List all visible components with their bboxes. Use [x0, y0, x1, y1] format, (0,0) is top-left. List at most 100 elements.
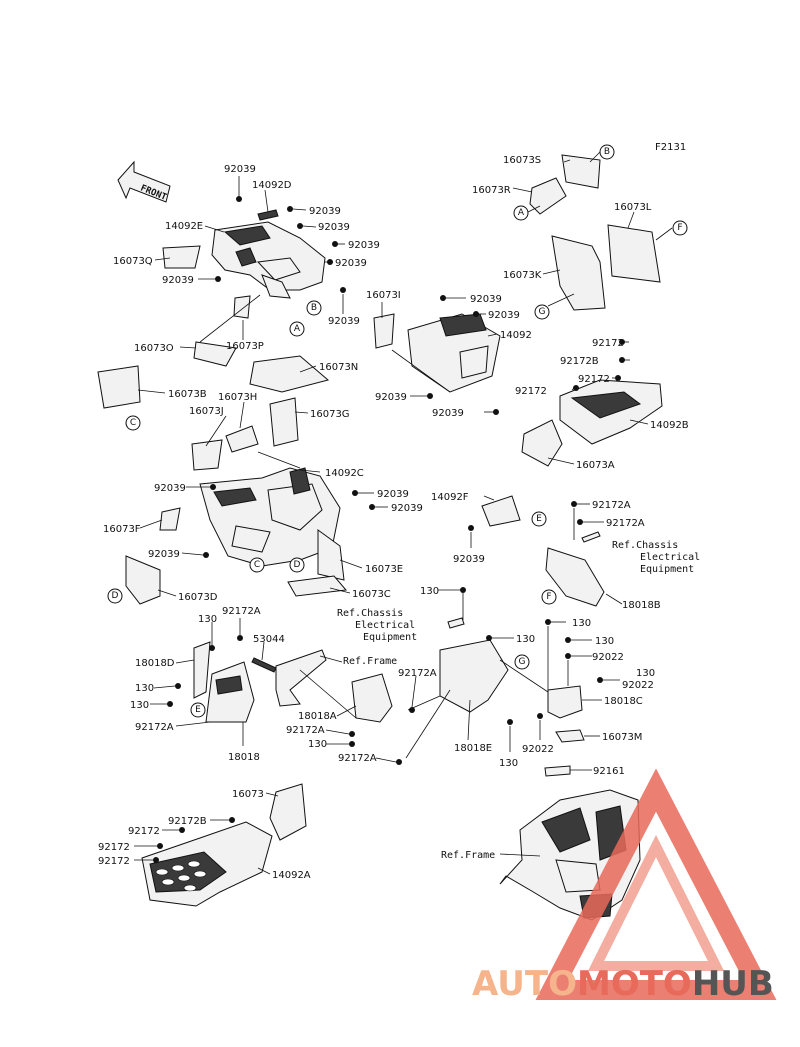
label-92039-a: 92039: [224, 164, 256, 175]
label-92172A-b: 92172A: [606, 518, 645, 529]
label-16073Q: 16073Q: [113, 256, 153, 267]
bolt-group-d: [460, 501, 603, 725]
label-16073L: 16073L: [614, 202, 652, 213]
label-92172A-c: 92172A: [222, 606, 261, 617]
part-14092B-panel: [559, 379, 663, 445]
part-18018A: [351, 673, 393, 723]
label-130-d: 130: [595, 636, 614, 647]
label-130-f: 130: [499, 758, 518, 769]
label-92039-i: 92039: [377, 489, 409, 500]
callout-a-top: A: [289, 321, 305, 337]
label-130-g: 130: [198, 614, 217, 625]
label-92039-p: 92039: [453, 554, 485, 565]
callout-d-left: D: [107, 588, 123, 604]
part-chassis-bracket: [447, 617, 465, 629]
part-16073I: [373, 313, 395, 349]
label-92039-m: 92039: [488, 310, 520, 321]
label-92172A-g: 92172A: [135, 722, 174, 733]
leader-lines-mid-left: [139, 401, 388, 597]
label-130-h: 130: [135, 683, 154, 694]
leader-lines-lower-left: [150, 618, 451, 763]
leader-lines-top-left: [137, 176, 345, 394]
svg-text:E: E: [195, 705, 201, 715]
part-16073O: [193, 341, 237, 367]
label-16073I: 16073I: [366, 290, 401, 301]
part-16073G: [269, 397, 299, 447]
label-14092A: 14092A: [272, 870, 311, 881]
label-16073C: 16073C: [352, 589, 391, 600]
svg-text:A: A: [294, 324, 301, 334]
svg-text:D: D: [112, 591, 119, 601]
part-16073N: [249, 355, 330, 393]
label-92172-e: 92172: [98, 842, 130, 853]
label-ref-frame-b: Ref.Frame: [441, 850, 495, 861]
part-16073Q: [162, 245, 201, 269]
label-14092D: 14092D: [252, 180, 292, 191]
part-16073B: [97, 365, 141, 409]
label-92172A-a: 92172A: [592, 500, 631, 511]
leader-lines-bottom-left: [134, 792, 279, 875]
label-92172-f: 92172: [98, 856, 130, 867]
label-14092B: 14092B: [650, 420, 689, 431]
label-92022-b: 92022: [622, 680, 654, 691]
label-16073E: 16073E: [365, 564, 403, 575]
part-92172A-bracket: [581, 531, 601, 543]
label-16073J: 16073J: [189, 406, 224, 417]
part-14092F: [481, 495, 521, 527]
callout-a-right: A: [513, 205, 529, 221]
label-16073A: 16073A: [576, 460, 615, 471]
leader-lines-mid-right: [407, 495, 623, 771]
leader-ref-frame-b: [499, 853, 541, 857]
part-16073D: [125, 555, 161, 605]
label-ref-chassis-2: Electrical: [640, 552, 700, 563]
label-92172A-d: 92172A: [398, 668, 437, 679]
label-92022-a: 92022: [592, 652, 624, 663]
label-14092C: 14092C: [325, 468, 364, 479]
label-16073S: 16073S: [503, 155, 541, 166]
label-130-b: 130: [516, 634, 535, 645]
svg-text:C: C: [254, 560, 260, 570]
svg-text:F: F: [677, 223, 682, 233]
label-92039-h: 92039: [154, 483, 186, 494]
label-92039-e: 92039: [335, 258, 367, 269]
label-18018C: 18018C: [604, 696, 643, 707]
label-18018: 18018: [228, 752, 260, 763]
part-16073: [269, 783, 307, 841]
part-92161: [544, 765, 571, 777]
label-92172-c: 92172: [515, 386, 547, 397]
part-14092E-panel: [211, 221, 326, 299]
part-53044: [251, 657, 277, 673]
label-92039-l: 92039: [470, 294, 502, 305]
part-16073S: [561, 154, 601, 189]
label-53044: 53044: [253, 634, 285, 645]
front-arrow-icon: FRONT: [117, 160, 171, 203]
label-ref-chassis-b1: Ref.Chassis: [337, 608, 403, 619]
svg-text:G: G: [519, 657, 526, 667]
label-16073P: 16073P: [226, 341, 264, 352]
label-16073M: 16073M: [602, 732, 642, 743]
part-14092-panel: [407, 313, 501, 393]
label-92039-j: 92039: [391, 503, 423, 514]
part-18018B: [545, 547, 605, 607]
label-92022-c: 92022: [522, 744, 554, 755]
label-92039-n: 92039: [375, 392, 407, 403]
label-16073G: 16073G: [310, 409, 350, 420]
label-92039-c: 92039: [318, 222, 350, 233]
label-16073O: 16073O: [134, 343, 174, 354]
bolt-group-c: [427, 295, 625, 415]
label-18018A: 18018A: [298, 711, 337, 722]
label-ref-chassis-b3: Equipment: [363, 632, 417, 643]
label-16073D: 16073D: [178, 592, 218, 603]
bolt-group-f: [153, 817, 235, 863]
watermark-text: AUTOMOTOHUB: [472, 964, 774, 1004]
svg-text:F: F: [546, 592, 551, 602]
figure-code: F2131: [655, 142, 686, 153]
label-18018E: 18018E: [454, 743, 492, 754]
bolt-group-e: [167, 635, 415, 765]
watermark-hub: HUB: [692, 964, 774, 1004]
bolt-group-b: [203, 484, 375, 558]
label-92039-f: 92039: [162, 275, 194, 286]
label-92039-g: 92039: [328, 316, 360, 327]
svg-text:B: B: [311, 303, 317, 313]
